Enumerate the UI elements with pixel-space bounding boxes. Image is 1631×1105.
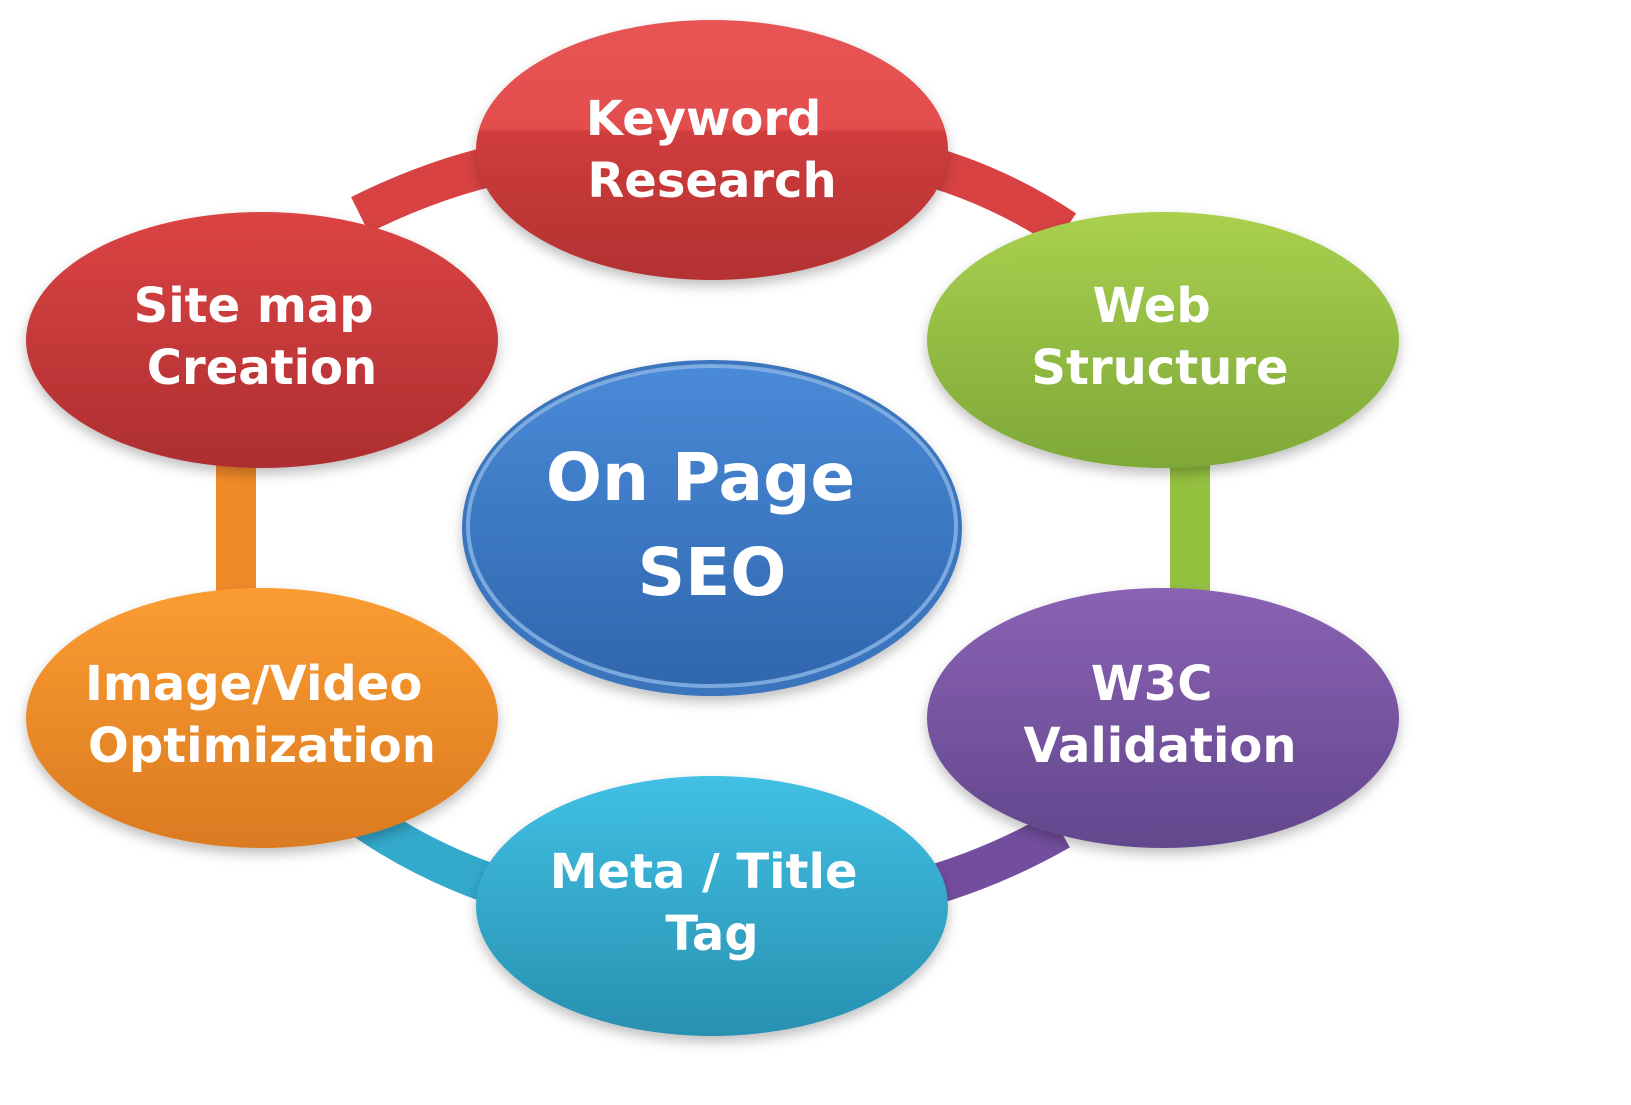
node-label: Keyword Research bbox=[586, 91, 838, 209]
node-label: Web Structure bbox=[1031, 278, 1288, 396]
node-label: W3C Validation bbox=[1023, 656, 1296, 774]
node-web-structure: Web Structure bbox=[927, 212, 1399, 468]
node-meta-title-tag: Meta / Title Tag bbox=[476, 776, 948, 1036]
node-w3c-validation: W3C Validation bbox=[927, 588, 1399, 848]
node-keyword-research: Keyword Research bbox=[476, 20, 948, 280]
node-site-map-creation: Site map Creation bbox=[26, 212, 498, 468]
center-node-on-page-seo: On Page SEO bbox=[462, 360, 962, 696]
node-image-video-optimization: Image/Video Optimization bbox=[26, 588, 498, 848]
node-label: Site map Creation bbox=[134, 278, 391, 396]
node-label: Image/Video Optimization bbox=[85, 656, 439, 774]
center-label: On Page SEO bbox=[546, 439, 878, 611]
node-label: Meta / Title Tag bbox=[550, 844, 874, 962]
